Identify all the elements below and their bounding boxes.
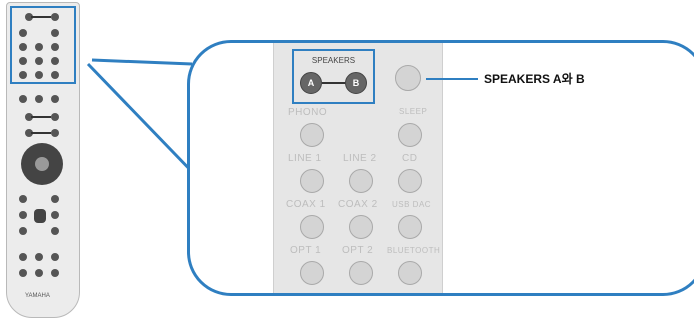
remote-line [31, 116, 51, 118]
power-button[interactable] [395, 65, 421, 91]
remote-button [51, 253, 59, 261]
remote-button [19, 195, 27, 203]
enter-button [35, 157, 49, 171]
label-pointer-line [426, 78, 478, 80]
remote-button [51, 195, 59, 203]
opt1-label: OPT 1 [290, 245, 322, 256]
coax1-label: COAX 1 [286, 199, 326, 210]
remote-button [51, 113, 59, 121]
remote-button [19, 29, 27, 37]
bluetooth-button[interactable] [398, 261, 422, 285]
usb-dac-button[interactable] [398, 215, 422, 239]
remote-button [35, 57, 43, 65]
opt2-button[interactable] [349, 261, 373, 285]
speakers-highlight-small [10, 6, 76, 84]
remote-button [51, 269, 59, 277]
remote-button [35, 71, 43, 79]
remote-button [51, 95, 59, 103]
remote-button [51, 227, 59, 235]
remote-button [19, 227, 27, 235]
remote-button [19, 211, 27, 219]
coax2-label: COAX 2 [338, 199, 378, 210]
speaker-b-mini-button [51, 13, 59, 21]
remote-button [19, 71, 27, 79]
remote-button [51, 129, 59, 137]
remote-button [35, 95, 43, 103]
bluetooth-label: BLUETOOTH [387, 246, 441, 255]
speaker-a-button[interactable]: A [300, 72, 322, 94]
line1-button[interactable] [300, 169, 324, 193]
phono-label: PHONO [288, 107, 328, 118]
remote-button [51, 57, 59, 65]
speaker-b-button[interactable]: B [345, 72, 367, 94]
speakers-title: SPEAKERS [311, 56, 356, 65]
cd-label: CD [402, 153, 418, 164]
opt2-label: OPT 2 [342, 245, 374, 256]
remote-button [19, 253, 27, 261]
remote-button [35, 43, 43, 51]
phono-button[interactable] [300, 123, 324, 147]
line1-label: LINE 1 [288, 153, 322, 164]
opt1-button[interactable] [300, 261, 324, 285]
remote-button [35, 269, 43, 277]
line2-button[interactable] [349, 169, 373, 193]
remote-button [35, 253, 43, 261]
remote-button [25, 113, 33, 121]
remote-button [19, 95, 27, 103]
coax1-button[interactable] [300, 215, 324, 239]
remote-button [25, 129, 33, 137]
enlarged-panel: SPEAKERS A B PHONO SLEEP LINE 1 LINE 2 C… [273, 43, 443, 293]
speaker-a-mini-button [25, 13, 33, 21]
remote-button [19, 43, 27, 51]
remote-button [19, 57, 27, 65]
line2-label: LINE 2 [343, 153, 377, 164]
usb-dac-label: USB DAC [392, 200, 432, 209]
remote-brand-label: YAMAHA [25, 293, 50, 299]
remote-line [31, 132, 51, 134]
remote-control: YAMAHA [6, 2, 80, 318]
sleep-label: SLEEP [399, 107, 428, 116]
coax2-button[interactable] [349, 215, 373, 239]
remote-button [51, 29, 59, 37]
speakers-highlight-box: SPEAKERS A B [292, 49, 375, 104]
cd-button[interactable] [398, 169, 422, 193]
sleep-button[interactable] [398, 123, 422, 147]
remote-button [19, 269, 27, 277]
remote-button [51, 71, 59, 79]
remote-button [51, 43, 59, 51]
speaker-link-line [322, 82, 346, 84]
callout-bubble: SPEAKERS A B PHONO SLEEP LINE 1 LINE 2 C… [187, 40, 694, 296]
speakers-ab-label: SPEAKERS A와 B [484, 72, 585, 86]
speaker-link-line [31, 16, 51, 18]
volume-rocker [34, 209, 46, 223]
remote-button [51, 211, 59, 219]
